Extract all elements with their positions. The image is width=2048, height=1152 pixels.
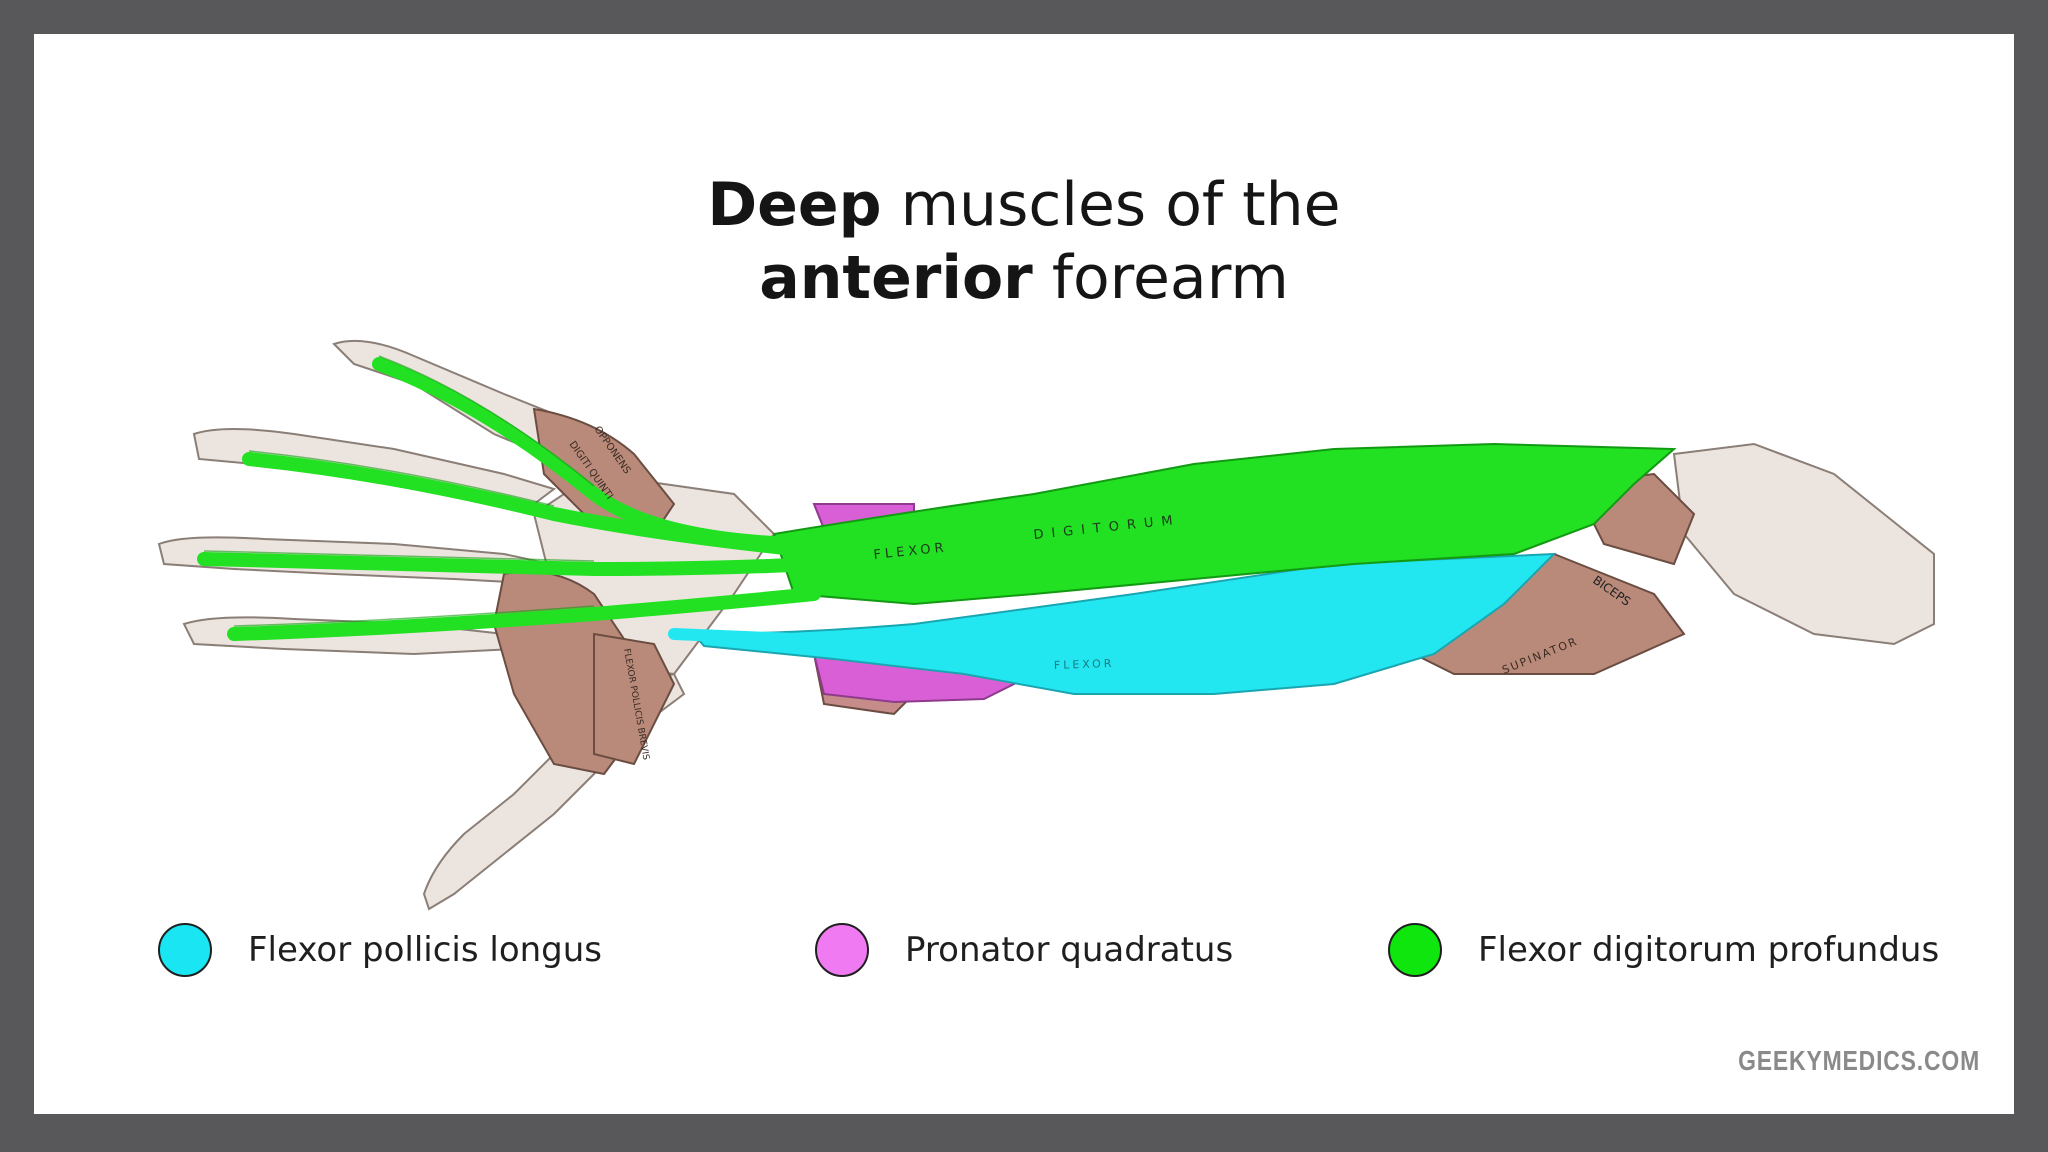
title-line2-bold: anterior [759,243,1033,313]
title-line1-bold: Deep [707,170,882,240]
legend-label-pronator-quadratus: Pronator quadratus [905,930,1234,970]
forearm-illustration: FLEXOR DIGITORUM BICEPS SUPINATOR OPPONE… [157,339,1935,911]
legend-label-flexor-digitorum-profundus: Flexor digitorum profundus [1478,930,1940,970]
legend-swatch-cyan [158,923,212,977]
legend-item-pronator-quadratus: Pronator quadratus [815,918,1233,982]
title-line-2: anterior forearm [34,242,2014,315]
title-line2-rest: forearm [1032,243,1289,313]
title-line-1: Deep muscles of the [34,169,2014,242]
fdp-tendons [197,357,821,641]
legend-swatch-green [1388,923,1442,977]
flexor-digitorum-profundus-shape [772,442,1677,606]
slide-canvas: Deep muscles of the anterior forearm [34,34,2014,1114]
fpl-tendon [668,628,800,645]
tendon-outlines [203,355,595,627]
legend-item-flexor-digitorum-profundus: Flexor digitorum profundus [1388,918,1939,982]
label-flexor-longus: FLEXOR [1054,657,1115,672]
title-line1-rest: muscles of the [881,170,1341,240]
brand-watermark: GEEKYMEDICS.COM [1738,1045,1980,1076]
diagram-title: Deep muscles of the anterior forearm [34,169,2014,315]
legend-swatch-magenta [815,923,869,977]
legend-label-flexor-pollicis-longus: Flexor pollicis longus [248,930,603,970]
legend-item-flexor-pollicis-longus: Flexor pollicis longus [158,918,602,982]
